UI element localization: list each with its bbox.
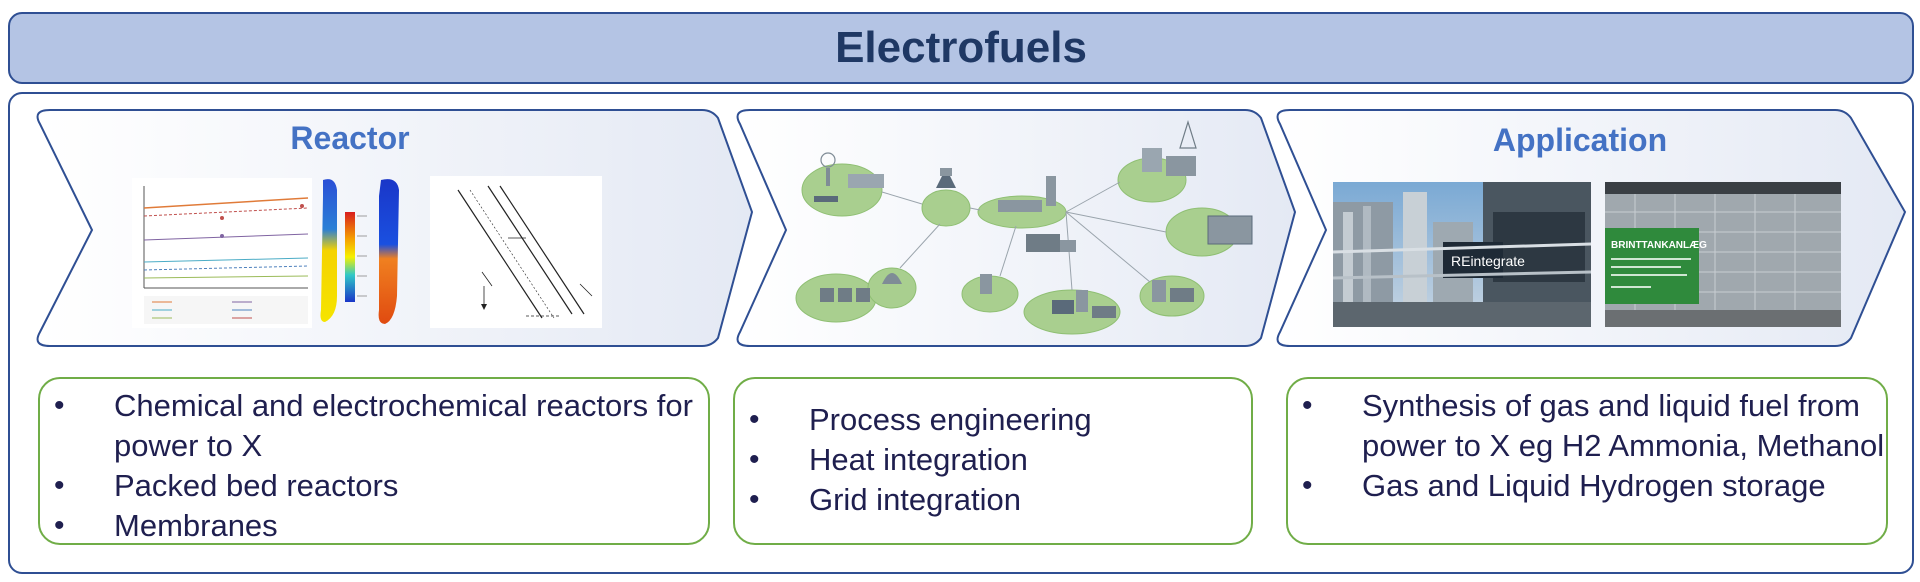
station-sign-label: BRINTTANKANLÆG — [1611, 240, 1707, 251]
list-item: Membranes — [40, 506, 708, 546]
list-item: Packed bed reactors — [40, 466, 708, 506]
list-item: Grid integration — [735, 480, 1251, 520]
reactor-bullets-box: Chemical and electrochemical reactors fo… — [38, 377, 710, 546]
title-bar: Electrofuels — [8, 12, 1914, 84]
list-item: Heat integration — [735, 440, 1251, 480]
list-item: Chemical and electrochemical reactors fo… — [40, 386, 708, 466]
reactor-bullet-list: Chemical and electrochemical reactors fo… — [40, 386, 708, 546]
page-title: Electrofuels — [835, 23, 1087, 72]
process-bullets-box: Process engineering Heat integration Gri… — [733, 377, 1253, 545]
list-item: Synthesis of gas and liquid fuel from po… — [1288, 386, 1886, 466]
reintegrate-label: REintegrate — [1451, 253, 1525, 269]
hydrogen-filling-station-photo: BRINTTANKANLÆG — [1605, 182, 1841, 327]
reintegrate-plant-photo: REintegrate — [1333, 182, 1591, 327]
power-to-x-process-diagram — [795, 119, 1253, 335]
temperature-contour-thumbnail — [320, 179, 399, 324]
reactor-channel-sketch — [430, 176, 602, 328]
list-item: Gas and Liquid Hydrogen storage — [1288, 466, 1886, 506]
reactor-title: Reactor — [290, 120, 410, 156]
list-item: Process engineering — [735, 400, 1251, 440]
process-bullet-list: Process engineering Heat integration Gri… — [735, 400, 1251, 520]
application-title: Application — [1492, 122, 1668, 158]
line-plot-thumbnail — [132, 178, 312, 328]
application-bullets-box: Synthesis of gas and liquid fuel from po… — [1286, 377, 1888, 545]
application-bullet-list: Synthesis of gas and liquid fuel from po… — [1288, 386, 1886, 506]
